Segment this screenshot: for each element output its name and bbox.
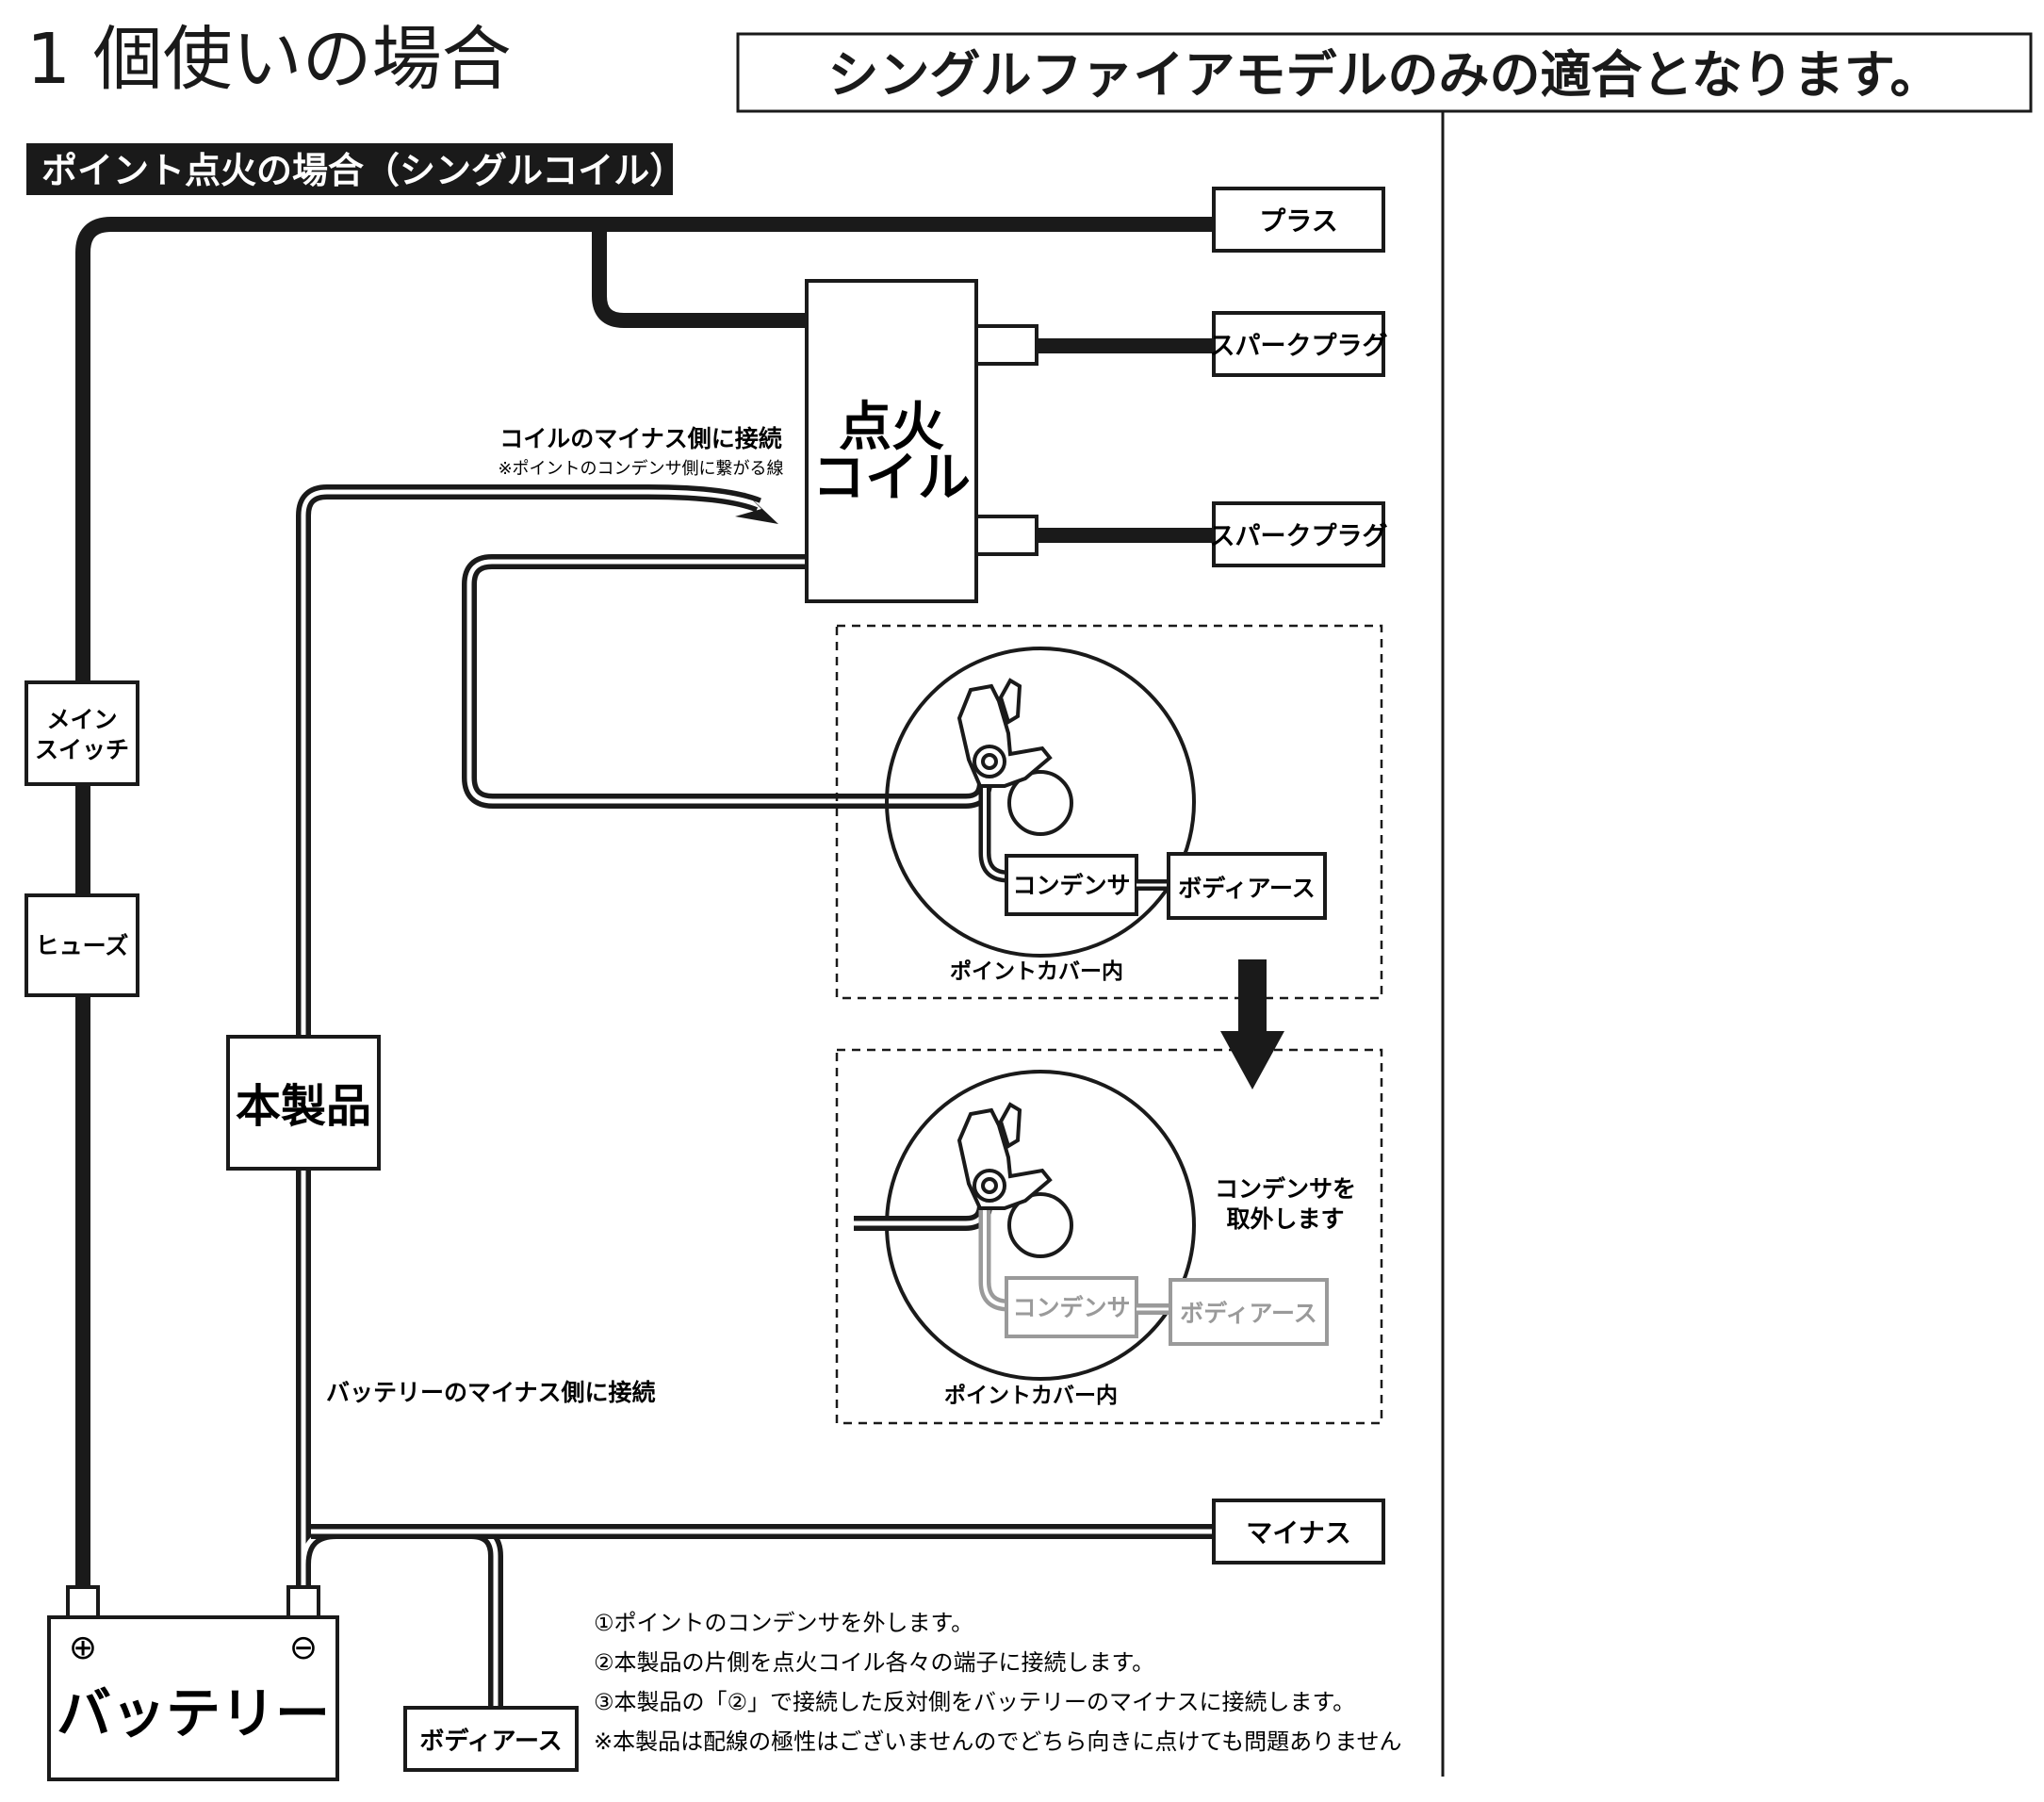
fuse-box (25, 893, 139, 997)
battery-minus-symbol: ⊖ (289, 1629, 318, 1667)
remove-condenser-note-1: コンデンサを (1215, 1175, 1356, 1203)
fuse-label: ヒューズ (36, 932, 129, 959)
minus-label: マイナス (1246, 1517, 1350, 1548)
instruction-2: ②本製品の片側を点火コイル各々の端子に接続します。 (594, 1649, 1154, 1676)
battery-box (47, 1615, 339, 1781)
body-earth-box-after (1169, 1278, 1329, 1346)
inset-after: コンデンサ ボディアース コンデンサを 取外します ポイントカバー内 (835, 1048, 1383, 1425)
condenser-label-before: コンデンサ (1012, 872, 1130, 899)
product-label: 本製品 (236, 1080, 371, 1133)
ignition-coil-label-1: 点火 (839, 397, 944, 458)
ignition-coil-box (805, 279, 978, 603)
banner-text: シングルファイアモデルのみの適合となります。 (828, 45, 1941, 105)
banner-box (736, 32, 2033, 113)
instruction-4: ※本製品は配線の極性はございませんのでどちら向きに点けても問題ありません (594, 1728, 1401, 1755)
inset-before: コンデンサ ボディアース ポイントカバー内 (835, 624, 1383, 1000)
minus-box (1212, 1499, 1385, 1564)
battery-plus-terminal (66, 1585, 100, 1619)
remove-condenser-note-2: 取外します (1226, 1205, 1344, 1233)
spark-plug-label-1: スパークプラグ (1210, 331, 1388, 361)
body-earth-label-after: ボディアース (1180, 1300, 1317, 1327)
coil-minus-note: ※ポイントのコンデンサ側に繋がる線 (498, 459, 783, 479)
instruction-3: ③本製品の「②」で接続した反対側をバッテリーのマイナスに接続します。 (594, 1689, 1355, 1715)
battery-plus-symbol: ⊕ (69, 1629, 97, 1667)
coil-minus-annotation: コイルのマイナス側に接続 (499, 425, 782, 452)
coil-terminal-1 (974, 324, 1038, 366)
product-box (226, 1035, 381, 1171)
cam-after (1007, 1192, 1073, 1258)
battery-minus-annotation: バッテリーのマイナス側に接続 (326, 1379, 656, 1406)
section-header-bar (26, 143, 673, 195)
down-arrow (1220, 959, 1284, 1089)
coil-minus-arrow (735, 490, 778, 524)
main-switch-box (25, 680, 139, 786)
plus-label: プラス (1259, 205, 1337, 237)
battery-minus-terminal (286, 1585, 320, 1619)
cam-before (1007, 770, 1073, 836)
inset-after-frame (835, 1048, 1383, 1425)
main-switch-label-2: スイッチ (35, 736, 129, 763)
section-header: ポイント点火の場合（シングルコイル） (41, 150, 685, 191)
main-switch-label-1: メイン (46, 706, 117, 733)
body-earth-bottom-box (403, 1706, 579, 1772)
body-earth-box-before (1167, 852, 1327, 920)
coil-terminal-2 (974, 515, 1038, 556)
page-title: 1 個使いの場合 (26, 19, 512, 100)
condenser-label-after: コンデンサ (1012, 1294, 1130, 1321)
battery-label: バッテリー (57, 1681, 330, 1745)
plus-wire-to-coil (592, 224, 807, 328)
spark-plug-label-2: スパークプラグ (1210, 521, 1388, 551)
product-wire-to-coil (296, 484, 761, 1035)
spark-plug-box-2 (1212, 501, 1385, 567)
plus-box (1212, 187, 1385, 253)
plus-wire-main (75, 217, 1214, 1593)
inset-before-caption: ポイントカバー内 (950, 958, 1123, 984)
instruction-1: ①ポイントのコンデンサを外します。 (594, 1610, 973, 1636)
ignition-coil-label-2: コイル (812, 448, 971, 509)
inset-before-frame (835, 624, 1383, 1000)
body-earth-bottom-label: ボディアース (419, 1727, 562, 1756)
spark-plug-box-1 (1212, 311, 1385, 377)
condenser-box-after (1005, 1276, 1138, 1338)
body-earth-label-before: ボディアース (1178, 875, 1316, 902)
inset-after-caption: ポイントカバー内 (944, 1383, 1118, 1408)
